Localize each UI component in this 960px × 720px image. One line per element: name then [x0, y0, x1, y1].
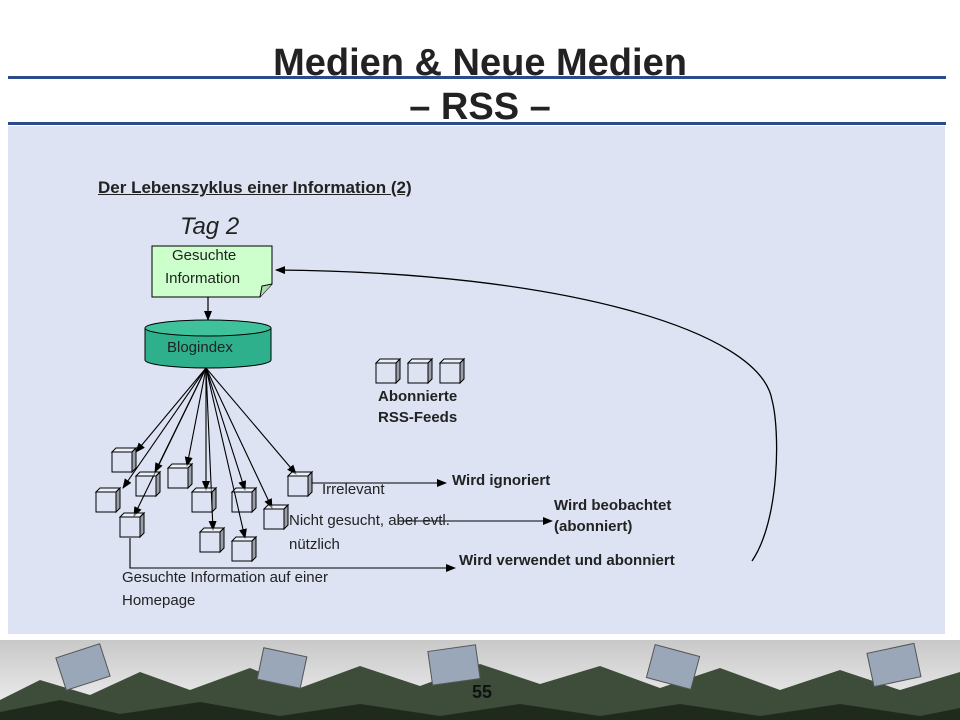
section-heading: Der Lebenszyklus einer Information (2) — [98, 178, 412, 197]
footer-landscape — [0, 640, 960, 720]
red-cube — [111, 447, 137, 473]
red-cube — [95, 487, 121, 513]
maybe-useful-label-line1: Nicht gesucht, aber evtl. — [289, 512, 450, 529]
feed-cube — [439, 358, 465, 384]
day-label: Tag 2 — [180, 213, 240, 240]
slide-title-line2: – RSS – — [409, 86, 551, 128]
feed-cube — [375, 358, 401, 384]
feed-cube — [407, 358, 433, 384]
found-label-line1: Gesuchte Information auf einer — [122, 569, 328, 586]
return-curve-arrow — [275, 266, 778, 562]
page-number: 55 — [471, 682, 493, 702]
fan-arrows — [122, 367, 297, 539]
db-label: Blogindex — [167, 339, 233, 356]
red-cube — [231, 487, 257, 513]
yellow-cube — [191, 487, 217, 513]
feeds-label-line2: RSS-Feeds — [378, 409, 458, 426]
yellow-cube-maybe-useful — [263, 504, 289, 530]
watched-outcome-line2: (abonniert) — [554, 518, 633, 535]
used-outcome: Wird verwendet und abonniert — [459, 552, 675, 569]
ignored-outcome: Wird ignoriert — [452, 472, 551, 489]
found-label-line2: Homepage — [122, 592, 196, 609]
feeds-label-line1: Abonnierte — [378, 388, 458, 405]
irrelevant-label: Irrelevant — [322, 481, 385, 498]
maybe-useful-label-line2: nützlich — [289, 536, 340, 553]
red-cube — [199, 527, 225, 553]
blogindex-database — [144, 319, 272, 369]
used-arrow — [129, 538, 456, 572]
red-cube — [231, 536, 257, 562]
title-rule-top — [8, 76, 946, 79]
irrelevant-arrow — [311, 478, 447, 487]
doc-label-line1: Gesuchte — [172, 247, 237, 264]
searched-information-document — [151, 245, 273, 298]
green-cube-found — [119, 512, 145, 538]
watched-outcome-line1: Wird beobachtet — [554, 497, 672, 514]
red-cube-irrelevant — [287, 471, 313, 497]
title-rule-bottom — [8, 122, 946, 125]
red-cube — [167, 463, 193, 489]
content-panel — [8, 126, 945, 634]
red-cube — [135, 471, 161, 497]
doc-label-line2: Information — [165, 270, 241, 287]
